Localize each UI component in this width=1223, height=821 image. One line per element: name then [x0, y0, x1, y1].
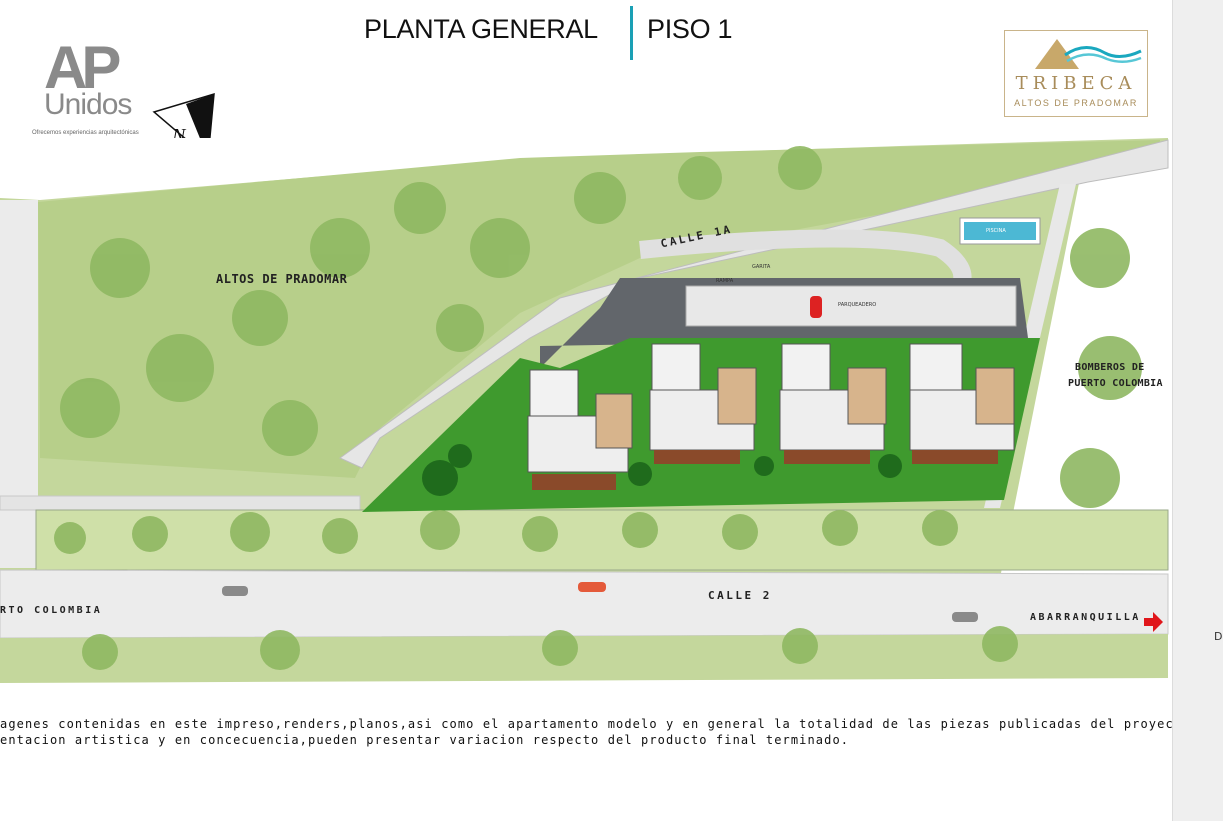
area-label-barranquilla: ABARRANQUILLA — [1030, 612, 1141, 623]
trees — [54, 146, 1142, 670]
car-icon — [952, 612, 978, 622]
car-icon — [578, 582, 606, 592]
calle-1a-road — [339, 139, 1169, 469]
disclaimer: agenes contenidas en este impreso,render… — [0, 716, 1172, 748]
street-label-calle-2: CALLE 2 — [708, 589, 772, 602]
ap-logo-tagline: Ofrecemos experiencias arquitectónicas — [32, 130, 139, 136]
ap-unidos-logo: AP Unidos Ofrecemos experiencias arquite… — [30, 38, 210, 158]
tribeca-name: TRIBECA — [1015, 73, 1137, 94]
ap-logo-name: Unidos — [44, 88, 132, 121]
driveway — [639, 229, 972, 291]
site-map-drawing — [0, 138, 1172, 695]
side-panel — [1172, 0, 1223, 821]
direction-arrow-icon — [1144, 612, 1163, 632]
car-icon — [222, 586, 248, 596]
area-label-altos: ALTOS DE PRADOMAR — [216, 272, 348, 286]
lawn-shrubs — [422, 444, 902, 496]
house-unit-1 — [527, 369, 633, 490]
car-icon — [810, 296, 822, 318]
tribeca-mountain-icon — [1035, 39, 1142, 69]
area-label-puerto-colombia: RTO COLOMBIA — [0, 605, 103, 616]
label-parqueadero: PARQUEADERO — [838, 302, 877, 308]
tribeca-logo: TRIBECA ALTOS DE PRADOMAR — [1004, 30, 1148, 117]
label-piscina: PISCINA — [986, 228, 1006, 234]
service-road — [0, 495, 361, 511]
house-unit-2 — [649, 343, 757, 464]
median-strip — [35, 509, 1169, 571]
pool — [964, 222, 1036, 240]
left-road — [0, 200, 38, 568]
ap-logo-mark: AP — [44, 34, 121, 101]
site-map: CALLE 1A ALTOS DE PRADOMAR BOMBEROS DE P… — [0, 138, 1172, 695]
site-plan-page: PLANTA GENERAL PISO 1 AP Unidos Ofrecemo… — [0, 6, 1172, 748]
tribeca-subtitle: ALTOS DE PRADOMAR — [1014, 98, 1138, 108]
page-title: PLANTA GENERAL — [364, 14, 598, 44]
title-divider — [630, 6, 633, 60]
house-unit-4 — [909, 343, 1015, 464]
label-rampa: RAMPA — [716, 278, 734, 284]
area-label-bomberos-1: BOMBEROS DE — [1075, 362, 1145, 373]
forest-area — [38, 140, 1160, 478]
floor-label: PISO 1 — [647, 14, 733, 44]
side-panel-char: D — [1214, 630, 1223, 643]
label-garita: GARITA — [752, 264, 771, 270]
disclaimer-line-2: entacion artistica y en concecuencia,pue… — [0, 733, 850, 747]
area-label-bomberos-2: PUERTO COLOMBIA — [1068, 378, 1163, 389]
parking-deck — [685, 285, 1017, 327]
disclaimer-line-1: agenes contenidas en este impreso,render… — [0, 717, 1172, 731]
house-unit-3 — [779, 343, 887, 464]
